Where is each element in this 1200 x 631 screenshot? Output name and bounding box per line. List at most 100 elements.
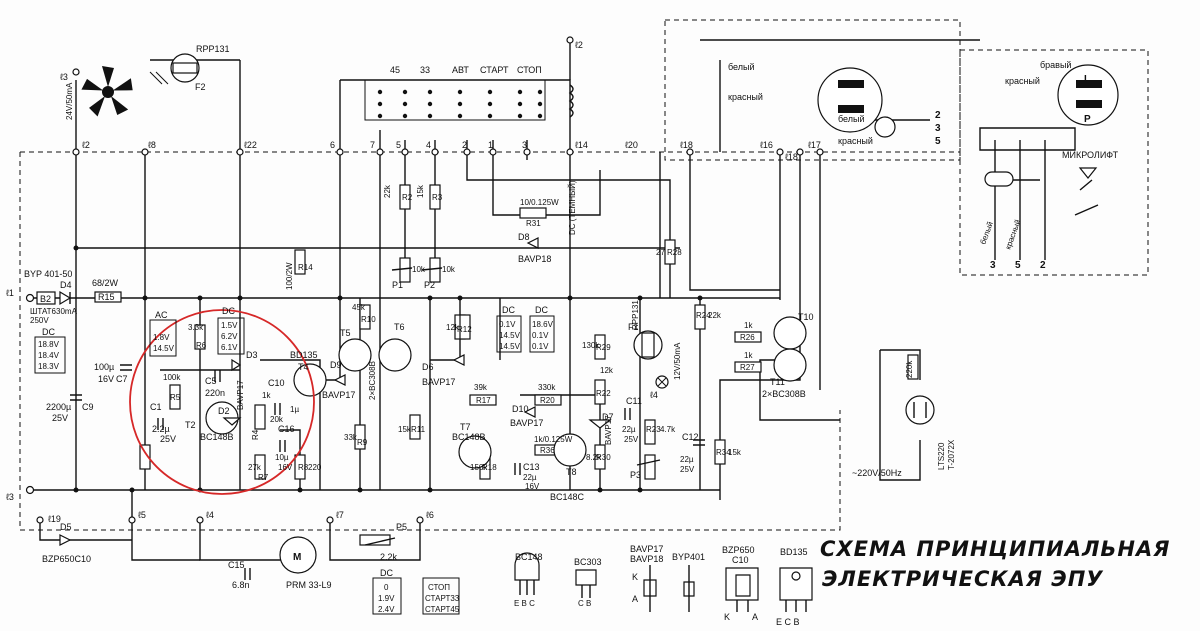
d10-ref: BAVP17: [510, 418, 543, 428]
bottom-num-3: 3: [990, 260, 996, 271]
r14-value: 100/2W: [285, 262, 294, 290]
t4-ref: BD135: [290, 350, 318, 360]
wire-white: белый: [728, 62, 755, 72]
d4-label: D4: [60, 280, 72, 290]
pkg-bc303: BC303: [574, 557, 602, 567]
switch-contact: [427, 101, 433, 107]
d10-label: D10: [512, 404, 529, 414]
c5-label: C5: [205, 376, 217, 386]
switch-contact: [402, 101, 408, 107]
c7-voltage: 16V: [98, 374, 114, 384]
r27-label: R27: [740, 363, 755, 372]
switch-contact: [487, 101, 493, 107]
c11-label: C11: [626, 396, 642, 406]
dc-mid-2-v2: 0.1V: [532, 331, 549, 340]
out-num-3: 3: [935, 123, 941, 134]
dc-left-v1: 18.8V: [38, 340, 60, 349]
d9-label: D9: [330, 360, 342, 370]
dc-bottom-v1: 0: [384, 583, 389, 592]
switch-contact: [377, 113, 383, 119]
l5-label: ℓ5: [138, 510, 146, 520]
t8-ref: BC148C: [550, 492, 585, 502]
dc-note: DC (ТЕМНЫЙ): [568, 180, 577, 235]
pkg-bc148-pins: E B C: [514, 599, 535, 608]
capacitors: [70, 364, 705, 580]
rail-node: 2: [462, 140, 467, 150]
rail-node: ℓ17: [808, 140, 821, 150]
r18-value: 150k: [470, 463, 488, 472]
t1011-ref: 2×BC308B: [762, 389, 806, 399]
t2-ref: BC148B: [200, 432, 234, 442]
f1-ref: RPP131: [631, 300, 640, 330]
l3-rating: 24V/50mA: [65, 82, 74, 120]
state-stop: СТОП: [428, 583, 450, 592]
pkg-bd135-pins: E C B: [776, 617, 800, 627]
r2-label: R2: [402, 193, 413, 202]
motor-icon: [279, 536, 317, 574]
switch-contact: [487, 89, 493, 95]
r12-label: R12: [457, 325, 472, 334]
c10-label: C10: [268, 378, 285, 388]
dc-mid-2: DC: [535, 305, 548, 315]
switch-bank[interactable]: [364, 79, 546, 121]
switch-contact: [427, 113, 433, 119]
pkg-bavp-a: A: [632, 594, 638, 604]
r36-label: R36: [540, 446, 555, 455]
state-start33: СТАРТ33: [425, 594, 460, 603]
c15-value: 6.8n: [232, 580, 250, 590]
lamp2-ref: T-2072X: [947, 439, 956, 470]
value-boxes: [34, 315, 555, 615]
rail-node: 4: [426, 140, 431, 150]
switch-label-45: 45: [390, 65, 400, 75]
lamp-ref: RPP131: [196, 44, 230, 54]
t10-label: T10: [798, 312, 814, 322]
red2-label: красный: [1005, 76, 1040, 86]
photoresistor-f1-icon: [633, 330, 663, 360]
microlift-label: МИКРОЛИФТ: [1062, 150, 1119, 160]
r20-value: 330k: [538, 383, 556, 392]
dc-left-v2: 18.4V: [38, 351, 60, 360]
switch-contact: [537, 101, 543, 107]
pkg-bzp-a: A: [752, 612, 758, 622]
dc-circle-v2: 6.2V: [221, 332, 238, 341]
brown-label: бравый: [1040, 60, 1071, 70]
wire-white-2: белый: [838, 114, 865, 124]
d6-ref: BAVP17: [422, 377, 455, 387]
switch-contact: [517, 101, 523, 107]
r6-label: R6: [196, 341, 207, 350]
dc-mid-2-v1: 18.6V: [532, 320, 554, 329]
rail-node: ℓ18: [680, 140, 693, 150]
l1-label: ℓ1: [6, 288, 14, 298]
r30-label: R30: [596, 453, 611, 462]
l4-bottom: ℓ4: [206, 510, 214, 520]
lamp2-label: LTS220: [937, 442, 946, 470]
r10-label: R10: [361, 315, 376, 324]
c11-voltage: 25V: [624, 435, 639, 444]
pkg-bzp-k: K: [724, 612, 730, 622]
lamp-l4-icon: [655, 375, 669, 389]
r29-value: 130k: [582, 341, 600, 350]
switch-label-start: СТАРТ: [480, 65, 509, 75]
out-num-2: 2: [935, 110, 941, 121]
r6-value: 3.3k: [188, 323, 204, 332]
title-line-1: СХЕМА ПРИНЦИПИАЛЬНАЯ: [820, 537, 1170, 561]
r20k: 20k: [270, 415, 284, 424]
bottom-num-5: 5: [1015, 260, 1021, 271]
wiring: [30, 39, 1076, 561]
r22-value: 12k: [600, 366, 614, 375]
dc-left: DC: [42, 327, 55, 337]
switch-contact: [457, 113, 463, 119]
switch-contact: [537, 113, 543, 119]
bridge-label: BYP 401-50: [24, 269, 72, 279]
rail-node: ℓ22: [244, 140, 257, 150]
potentiometers[interactable]: [364, 267, 661, 546]
rail-node: 3: [522, 140, 527, 150]
r5-value: 100k: [163, 373, 181, 382]
d3-ref: BAVP17: [236, 380, 245, 410]
t11-label: T11: [770, 377, 785, 387]
t8-label: T8: [566, 467, 577, 477]
c16-label: C16: [278, 424, 295, 434]
r31-value: 10/0.125W: [520, 198, 559, 207]
dc-mid-1-v3: 14.5V: [499, 342, 521, 351]
title-line-2: ЭЛЕКТРИЧЕСКАЯ ЭПУ: [822, 567, 1104, 591]
